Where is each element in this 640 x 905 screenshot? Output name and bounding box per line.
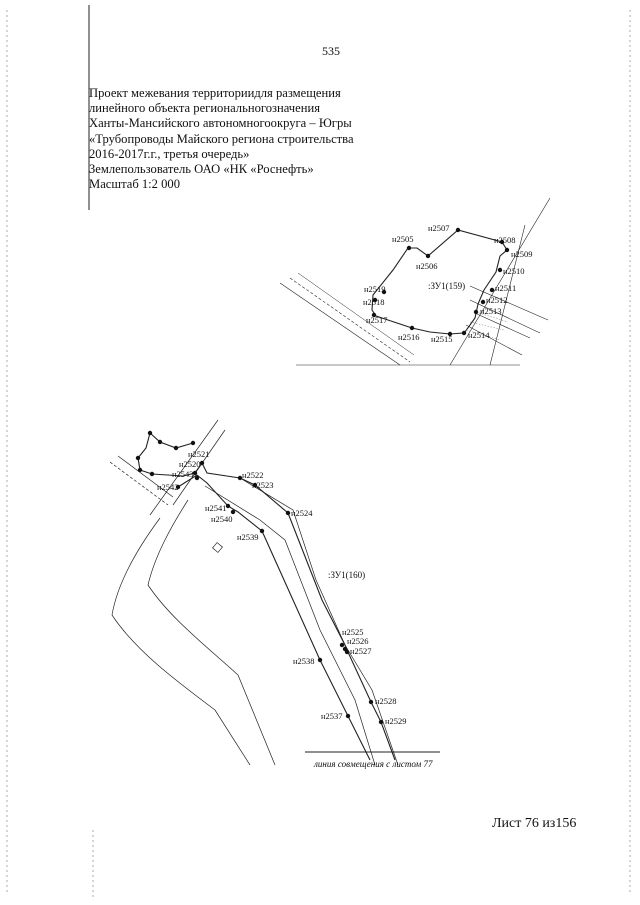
match-line-label: линия совмещения с листом 77 <box>313 759 433 769</box>
point-label-2511: н2511 <box>495 283 516 293</box>
point-label-2539: н2539 <box>237 532 259 542</box>
point-label-2538: н2538 <box>293 656 315 666</box>
point-label-2506: н2506 <box>416 261 438 271</box>
lower-boundary-points <box>135 430 384 725</box>
point-label-2516: н2516 <box>398 332 420 342</box>
point-label-2523: н2523 <box>252 480 274 490</box>
point-label-2543: н2543 <box>172 469 194 479</box>
land-user-line: Землепользователь ОАО «НК «Роснефть» <box>89 162 314 177</box>
point-label-2509: н2509 <box>511 249 533 259</box>
point-label-2520: н2520 <box>179 459 201 469</box>
point-label-2517: н2517 <box>366 315 388 325</box>
point-label-2515: н2515 <box>431 334 453 344</box>
point-label-2542: н2542 <box>157 482 179 492</box>
point-label-2508: н2508 <box>494 235 516 245</box>
point-label-2527: н2527 <box>350 646 372 656</box>
point-label-2524: н2524 <box>291 508 313 518</box>
document-heading: Проект межевания территориидля размещени… <box>89 86 389 192</box>
point-label-2540: н2540 <box>211 514 233 524</box>
point-label-2522: н2522 <box>242 470 264 480</box>
page-number: 535 <box>322 44 340 58</box>
heading-line-3: Ханты-Мансийского автономногоокруга – Юг… <box>89 116 352 131</box>
upper-hatch <box>465 311 509 341</box>
point-label-2513: н2513 <box>480 306 502 316</box>
point-label-2525: н2525 <box>342 627 364 637</box>
sheet-number: Лист 76 из156 <box>492 816 577 831</box>
upper-boundary-points <box>371 227 510 337</box>
heading-line-5: 2016-2017г.г., третья очередь» <box>89 146 250 161</box>
point-label-2510: н2510 <box>503 266 525 276</box>
upper-point-labels: н2505 н2506 н2507 н2508 н2509 н2510 н251… <box>363 223 533 344</box>
heading-line-1: Проект межевания территориидля размещени… <box>89 86 341 100</box>
heading-line-2: линейного объекта региональногозначения <box>89 101 321 116</box>
upper-zone-label: :ЗУ1(159) <box>428 281 465 291</box>
point-label-2529: н2529 <box>385 716 407 726</box>
point-label-2528: н2528 <box>375 696 397 706</box>
lower-point-labels: н2520 н2521 н2522 н2523 н2524 н2525 н252… <box>157 449 407 726</box>
point-label-2541: н2541 <box>205 503 227 513</box>
scale-line: Масштаб 1:2 000 <box>89 177 181 192</box>
lower-zone-label: :ЗУ1(160) <box>328 570 365 580</box>
point-label-2507: н2507 <box>428 223 450 233</box>
point-label-2514: н2514 <box>468 330 490 340</box>
point-label-2518: н2518 <box>363 297 385 307</box>
point-label-2505: н2505 <box>392 234 414 244</box>
point-label-2526: н2526 <box>347 636 369 646</box>
point-label-2521: н2521 <box>188 449 210 459</box>
point-label-2537: н2537 <box>321 711 343 721</box>
point-label-2512: н2512 <box>486 295 508 305</box>
heading-line-4: «Трубопроводы Майского региона строитель… <box>89 131 354 146</box>
point-label-2519: н2519 <box>364 284 386 294</box>
